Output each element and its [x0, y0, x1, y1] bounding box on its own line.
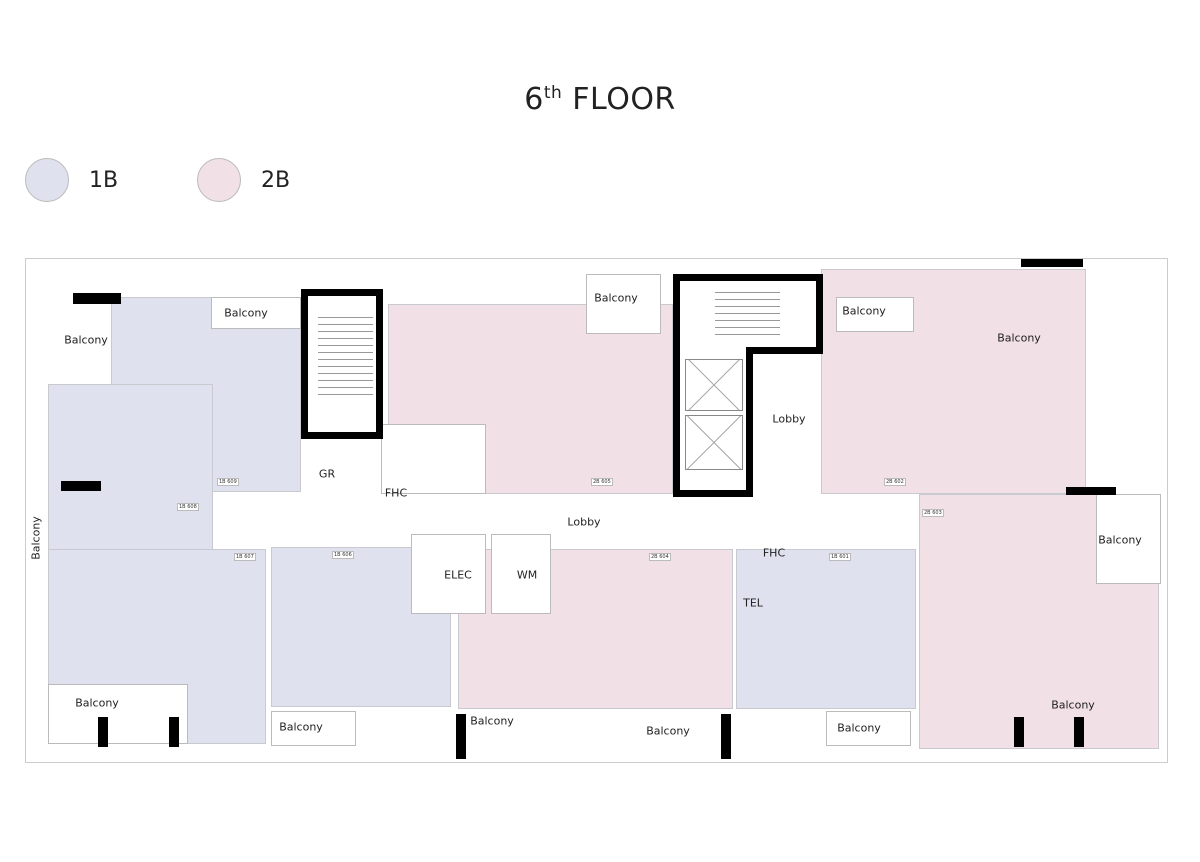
wm-room	[491, 534, 551, 614]
balcony-label: Balcony	[279, 720, 323, 734]
fhc-room	[381, 424, 486, 494]
balcony-label: Balcony	[1098, 533, 1142, 547]
balcony-label: Balcony	[29, 516, 43, 560]
balcony-label: Balcony	[842, 304, 886, 318]
balcony-label: Balcony	[837, 721, 881, 735]
wm-label: WM	[516, 568, 538, 582]
legend-swatch-2b	[197, 158, 241, 202]
lobby-label: Lobby	[567, 515, 601, 529]
balcony-area	[1096, 494, 1161, 584]
balcony-area	[826, 711, 911, 746]
stair-core-west	[301, 289, 383, 439]
balcony-label: Balcony	[224, 306, 268, 320]
unit-608[interactable]: 1B 608	[48, 384, 213, 574]
balcony-area	[48, 684, 188, 744]
balcony-label: Balcony	[470, 714, 514, 728]
balcony-area	[836, 297, 914, 332]
stair-core-east	[673, 274, 823, 354]
tel-label: TEL	[743, 596, 763, 610]
balcony-label: Balcony	[75, 696, 119, 710]
balcony-area	[271, 711, 356, 746]
balcony-area	[211, 297, 301, 329]
gr-label: GR	[318, 467, 336, 481]
legend-label: 2B	[261, 167, 291, 193]
balcony-label: Balcony	[646, 724, 690, 738]
floor-plan: 1B 609 1B 608 1B 607 1B 606 2B 605 2B 60…	[25, 258, 1168, 763]
legend-swatch-1b	[25, 158, 69, 202]
floor-title: 6th FLOOR	[524, 82, 676, 117]
unit-tag: 2B 605	[591, 478, 613, 486]
unit-tag: 1B 601	[829, 553, 851, 561]
legend-2b: 2B	[197, 158, 290, 202]
unit-tag: 1B 608	[177, 503, 199, 511]
elevator	[685, 415, 743, 470]
unit-tag: 1B 607	[234, 553, 256, 561]
elevator	[685, 359, 743, 411]
unit-601[interactable]: 1B 601	[736, 549, 916, 709]
balcony-label: Balcony	[1051, 698, 1095, 712]
legend-label: 1B	[89, 167, 119, 193]
balcony-label: Balcony	[64, 333, 108, 347]
unit-tag: 1B 606	[332, 551, 354, 559]
elevator-core	[673, 347, 753, 497]
legend-1b: 1B	[25, 158, 118, 202]
fhc-label: FHC	[762, 546, 786, 560]
unit-tag: 2B 603	[922, 509, 944, 517]
elec-room	[411, 534, 486, 614]
unit-tag: 2B 604	[649, 553, 671, 561]
balcony-label: Balcony	[997, 331, 1041, 345]
fhc-label: FHC	[384, 486, 408, 500]
elec-label: ELEC	[444, 568, 472, 582]
unit-tag: 1B 609	[217, 478, 239, 486]
unit-tag: 2B 602	[884, 478, 906, 486]
balcony-area	[586, 274, 661, 334]
balcony-label: Balcony	[594, 291, 638, 305]
lobby-label: Lobby	[772, 412, 806, 426]
